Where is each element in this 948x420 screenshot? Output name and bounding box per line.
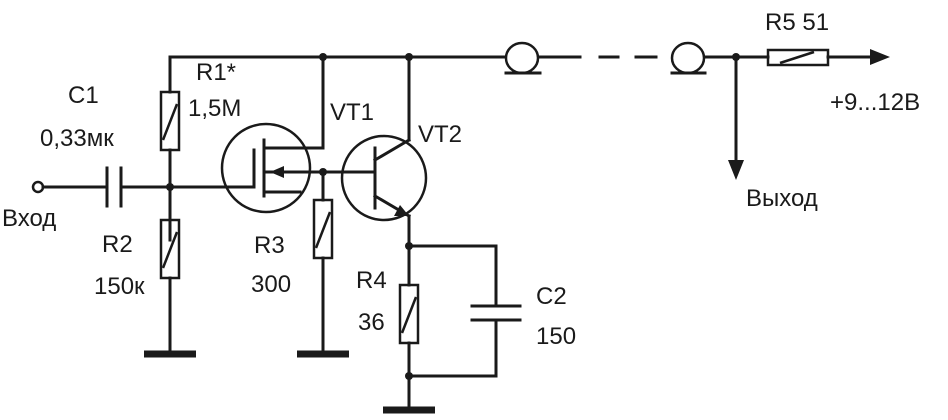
- vt1-label: VT1: [330, 99, 374, 126]
- junction-dot: [405, 372, 413, 380]
- resistor-r3: [297, 168, 377, 358]
- coax-cable-right: [670, 41, 707, 75]
- coax-cable-left: [504, 41, 542, 75]
- c1-value-label: 0,33мк: [40, 125, 114, 152]
- output-tap: [728, 53, 744, 180]
- resistor-r5: [766, 48, 830, 67]
- input-label: Вход: [2, 205, 56, 232]
- capacitor-c2: [407, 244, 522, 378]
- resistor-r4: [398, 283, 420, 410]
- resistor-r1: [159, 55, 181, 242]
- vt2-label: VT2: [418, 121, 462, 148]
- junction-dot: [166, 183, 174, 191]
- r3-value-label: 300: [251, 271, 291, 298]
- transistor-vt1: [220, 55, 325, 214]
- r2-value-label: 150к: [94, 273, 145, 300]
- output-label: Выход: [746, 185, 818, 212]
- r2-name-label: R2: [102, 231, 133, 258]
- capacitor-c1: [41, 166, 230, 208]
- c2-name-label: C2: [536, 283, 567, 310]
- r4-value-label: 36: [358, 309, 385, 336]
- c2-value-label: 150: [536, 323, 576, 350]
- r1-name-label: R1*: [196, 59, 236, 86]
- c1-name-label: C1: [68, 82, 99, 109]
- r1-value-label: 1,5M: [188, 95, 241, 122]
- resistor-r2: [144, 218, 196, 358]
- supply-voltage-label: +9...12В: [830, 89, 920, 116]
- r5-label: R5 51: [765, 9, 829, 36]
- supply-arrow: [870, 49, 890, 65]
- transistor-vt2: [340, 55, 428, 287]
- r3-name-label: R3: [254, 232, 285, 259]
- r4-name-label: R4: [356, 267, 387, 294]
